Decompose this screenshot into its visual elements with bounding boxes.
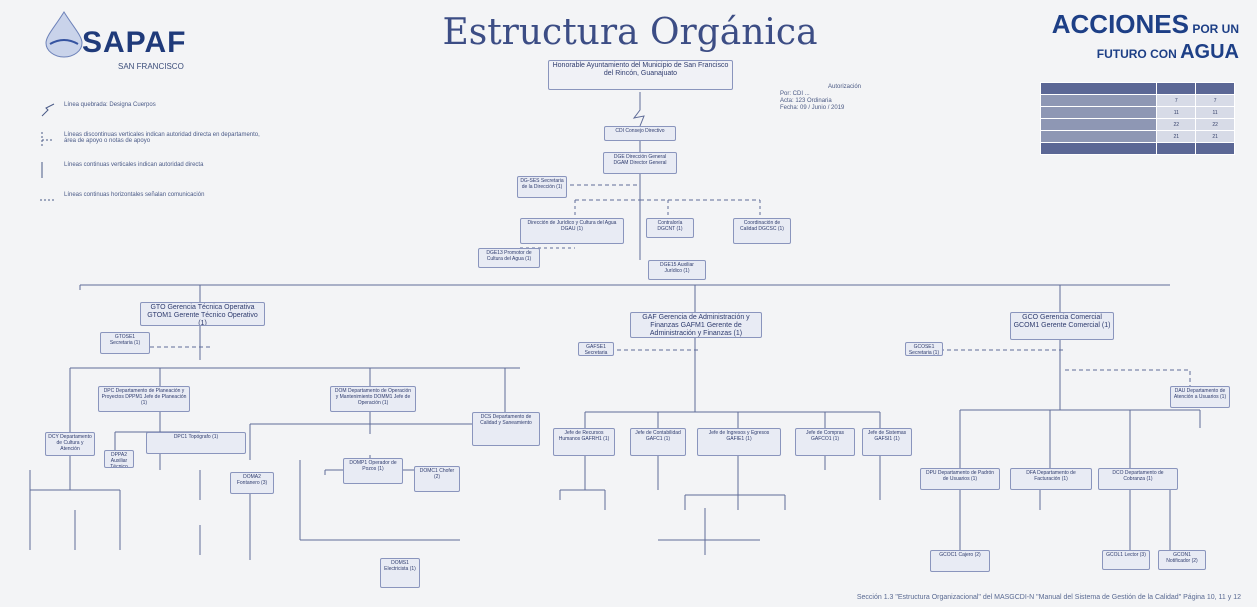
table-cell (1039, 82, 1158, 95)
org-box-facturacion: DFA Departamento de Facturación (1) (1010, 468, 1092, 490)
org-box-ayuntamiento: Honorable Ayuntamiento del Municipio de … (548, 60, 733, 90)
org-box-gaf: GAF Gerencia de Administración y Finanza… (630, 312, 762, 338)
org-box-atencion-usuarios: DAU Departamento de Atención a Usuarios … (1170, 386, 1230, 408)
org-box-contabilidad: Jefe de Contabilidad GAFC1 (1) (630, 428, 686, 456)
slogan-line1-small: POR UN (1192, 22, 1239, 36)
slogan-line2: AGUA (1180, 41, 1239, 63)
sapaf-logo: SAPAF SAN FRANCISCO (40, 8, 190, 73)
slogan-line2-small: FUTURO CON (1096, 47, 1177, 61)
org-box-dpc: DPC Departamento de Planeación y Proyect… (98, 386, 190, 412)
dashed-vertical-line-icon (41, 132, 54, 148)
org-box-gco-secretaria: GCOSE1 Secretaria (1) (905, 342, 943, 356)
legend-text: Líneas continuas horizontales señalan co… (64, 192, 205, 198)
legend-item: Líneas continuas verticales indican auto… (40, 162, 270, 192)
org-box-topografo: DPC1 Topógrafo (1) (146, 432, 246, 454)
org-box-notificador: GCON1 Notificador (2) (1158, 550, 1206, 570)
logo-subtitle: SAN FRANCISCO (118, 62, 184, 71)
legend-item: Línea quebrada: Designa Cuerpos (40, 102, 270, 132)
table-cell: 7 (1195, 94, 1235, 107)
slogan: ACCIONES POR UN FUTURO CON AGUA (1051, 9, 1239, 65)
footer-note: Sección 1.3 "Estructura Organizacional" … (856, 594, 1241, 601)
org-box-gto-secretaria: GTOSE1 Secretaria (1) (100, 332, 150, 354)
org-box-gco: GCO Gerencia Comercial GCOM1 Gerente Com… (1010, 312, 1114, 340)
org-box-juridico: Dirección de Jurídico y Cultura del Agua… (520, 218, 624, 244)
org-box-fontanero: DOMA2 Fontanero (3) (230, 472, 274, 494)
table-cell (1195, 82, 1235, 95)
table-cell: 21 (1156, 130, 1197, 143)
table-cell: 22 (1156, 118, 1197, 131)
solid-vertical-line-icon (41, 162, 43, 178)
slogan-line1: ACCIONES (1051, 9, 1189, 39)
org-box-cdi: CDI Consejo Directivo (604, 126, 676, 141)
table-cell (1039, 142, 1158, 155)
org-box-dcy: DCY Departamento de Cultura y Atención (45, 432, 95, 456)
table-cell: 21 (1195, 130, 1235, 143)
org-box-gto: GTO Gerencia Técnica Operativa GTOM1 Ger… (140, 302, 265, 326)
org-box-cajero: GCOC1 Cajero (2) (930, 550, 990, 572)
legend: Línea quebrada: Designa Cuerpos Líneas d… (40, 102, 270, 222)
authorization-line: Acta: 123 Ordinaria (780, 98, 832, 104)
org-box-dge: DGE Dirección General DGAM Director Gene… (603, 152, 677, 174)
logo-name: SAPAF (82, 26, 187, 59)
org-box-lector: GCOL1 Lector (3) (1102, 550, 1150, 570)
table-row (1039, 142, 1235, 155)
org-box-recursos-humanos: Jefe de Recursos Humanos GAFRH1 (1) (553, 428, 615, 456)
org-box-gaf-secretaria: GAFSE1 Secretaria (1) (578, 342, 614, 356)
table-cell (1156, 142, 1197, 155)
table-cell (1039, 118, 1158, 131)
org-box-cultura: DGE13 Promotor de Cultura del Agua (1) (478, 248, 540, 268)
authorization-line: Por: CDI ... (780, 91, 810, 97)
org-box-chofer: DOMC1 Chofer (2) (414, 466, 460, 492)
org-box-ingresos: Jefe de Ingresos y Egresos GAFIE1 (1) (697, 428, 781, 456)
org-box-contraloria: Contraloría DGCNT (1) (646, 218, 694, 238)
table-cell (1039, 130, 1158, 143)
org-box-operador-pozos: DOMP1 Operador de Pozos (1) (343, 458, 403, 484)
table-cell (1039, 106, 1158, 119)
table-cell: 11 (1156, 106, 1197, 119)
water-drop-icon (45, 11, 83, 58)
table-cell (1039, 94, 1158, 107)
legend-text: Líneas discontinuas verticales indican a… (64, 132, 260, 144)
org-box-compras: Jefe de Compras GAFCO1 (1) (795, 428, 855, 456)
org-box-sistemas: Jefe de Sistemas GAFSI1 (1) (862, 428, 912, 456)
table-cell (1156, 82, 1197, 95)
legend-item: Líneas discontinuas verticales indican a… (40, 132, 270, 162)
org-box-secretaria: DG-SES Secretaria de la Dirección (1) (517, 176, 567, 198)
legend-text: Línea quebrada: Designa Cuerpos (64, 102, 156, 108)
org-box-electricista: DOMS1 Electricista (1) (380, 558, 420, 588)
org-box-cobranza: DCO Departamento de Cobranza (1) (1098, 468, 1178, 490)
table-cell: 11 (1195, 106, 1235, 119)
legend-item: Líneas continuas horizontales señalan co… (40, 192, 270, 222)
table-cell (1195, 142, 1235, 155)
org-box-aux-tecnico: DPPA2 Auxiliar Técnico (1) (104, 450, 134, 468)
legend-text: Líneas continuas verticales indican auto… (64, 162, 204, 168)
dashed-horizontal-line-icon (40, 199, 56, 201)
zigzag-line-icon (41, 103, 55, 117)
org-box-dcs: DCS Departamento de Calidad y Saneamient… (472, 412, 540, 446)
org-box-padron: DPU Departamento de Padrón de Usuarios (… (920, 468, 1000, 490)
org-box-dom: DOM Departamento de Operación y Mantenim… (330, 386, 416, 412)
page-title: Estructura Orgánica (442, 12, 818, 53)
table-row (1039, 82, 1235, 95)
table-cell: 7 (1156, 94, 1197, 107)
org-box-calidad: Coordinación de Calidad DGCSC (1) (733, 218, 791, 244)
authorization-block: Autorización Por: CDI ... Acta: 123 Ordi… (780, 84, 861, 112)
authorization-line: Fecha: 09 / Junio / 2019 (780, 105, 845, 111)
table-cell: 22 (1195, 118, 1235, 131)
authorization-head: Autorización (828, 84, 862, 90)
org-box-auxiliar-juridico: DGE15 Auxiliar Jurídico (1) (648, 260, 706, 280)
